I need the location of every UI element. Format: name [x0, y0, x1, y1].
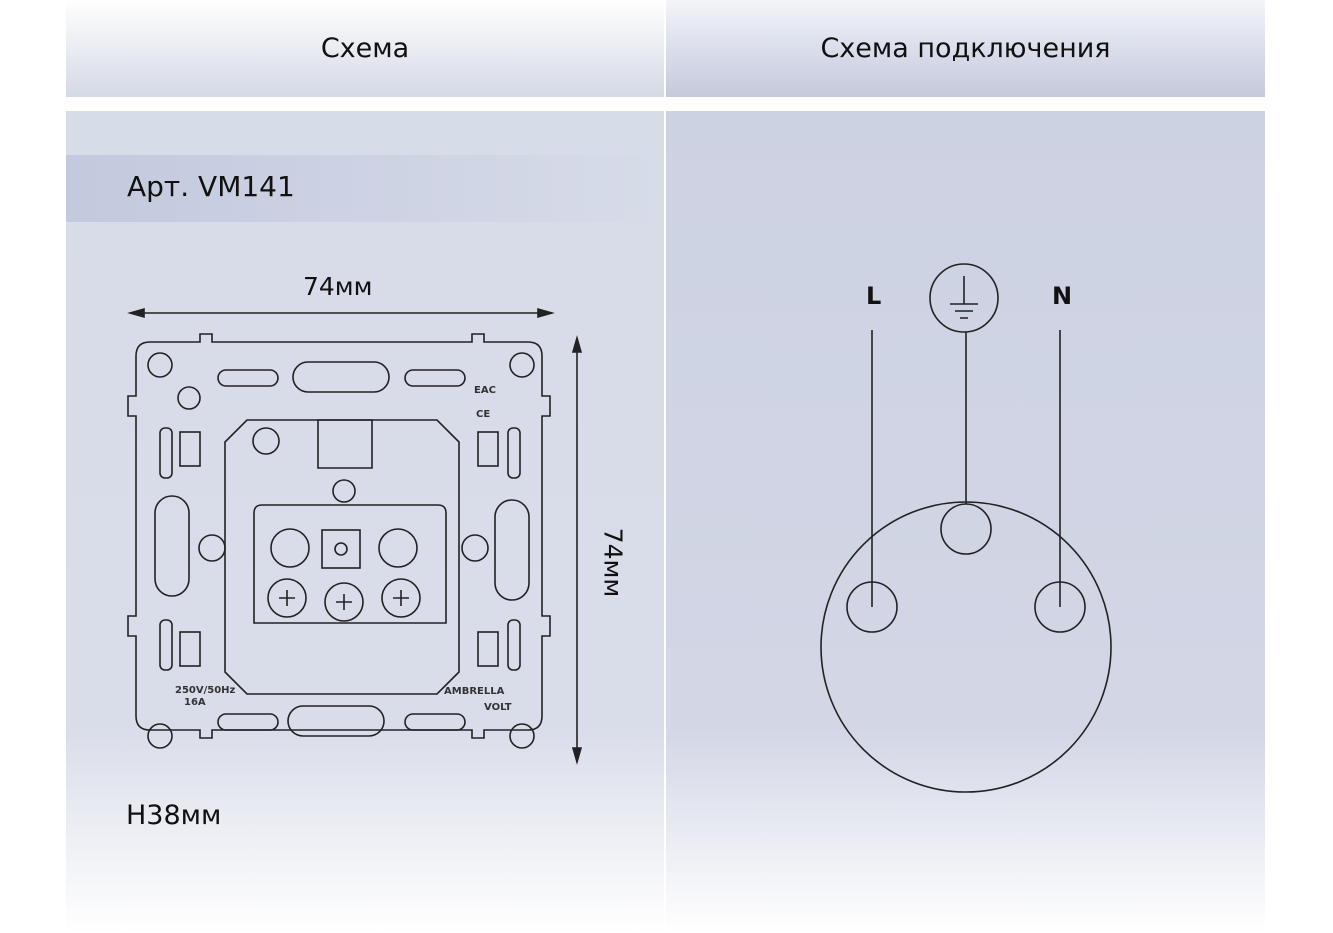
wiring-diagram: [820, 263, 1112, 793]
schema-panel: [66, 111, 664, 933]
header-wiring: Схема подключения: [666, 0, 1265, 97]
rating-current: 16A: [184, 697, 206, 708]
width-dimension-label: 74мм: [303, 272, 373, 301]
header-wiring-title: Схема подключения: [820, 33, 1111, 64]
width-dimension-arrow: [127, 307, 555, 319]
brand-line1: AMBRELLA: [444, 686, 505, 697]
article-label: Арт. VM141: [127, 170, 295, 203]
height-dimension-arrow: [571, 335, 583, 765]
eac-mark: EAC: [474, 385, 496, 396]
depth-label: H38мм: [126, 800, 222, 831]
height-dimension-label: 74мм: [598, 527, 628, 598]
socket-plate-drawing: 250V/50Hz 16A AMBRELLA VOLT EAC CE: [127, 333, 551, 749]
socket-outline: [820, 501, 1112, 793]
header-schema-title: Схема: [320, 33, 410, 64]
ground-pin: [940, 503, 992, 555]
brand-line2: VOLT: [484, 702, 512, 713]
wiring-panel: [666, 111, 1265, 933]
header-schema: Схема: [66, 0, 664, 97]
neutral-label: N: [1052, 282, 1073, 310]
line-label: L: [866, 282, 882, 310]
ce-mark: CE: [476, 409, 490, 420]
ground-icon: [929, 263, 999, 333]
rating-voltage: 250V/50Hz: [175, 685, 236, 696]
article-band: [66, 155, 664, 222]
